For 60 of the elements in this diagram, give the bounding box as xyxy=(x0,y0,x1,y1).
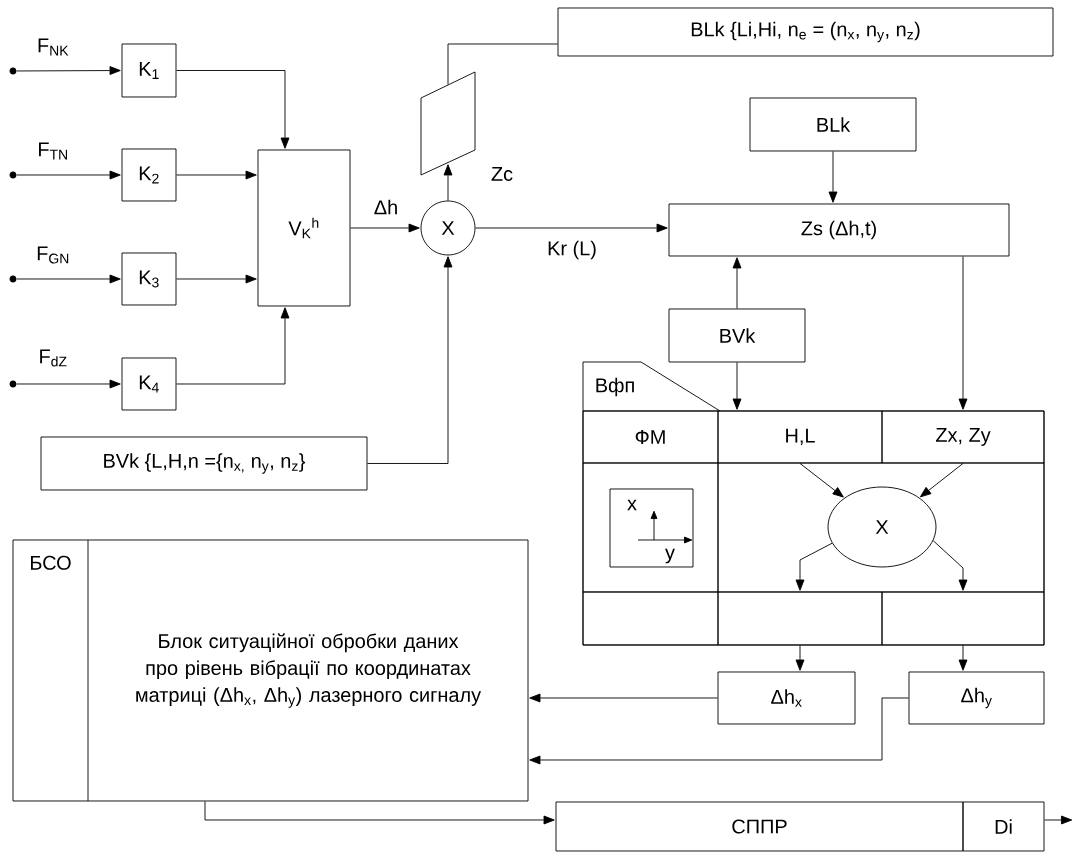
node-label: Вфп xyxy=(596,377,634,397)
data-block: BVk {L,H,n ={n$_{x,}$ n$_{y}$, n$_{z}$} xyxy=(40,436,368,491)
table-cell xyxy=(717,591,883,646)
table-cell xyxy=(717,462,1045,593)
output-box: Δh$_{x}$ xyxy=(717,671,856,725)
edge-label: F$_{dZ}$ xyxy=(37,348,69,368)
table-cell: Zx, Zy xyxy=(881,410,1045,464)
output-box: Δh$_{y}$ xyxy=(908,671,1045,725)
block: Zs (Δh,t) xyxy=(668,203,1010,257)
arrow xyxy=(176,307,290,385)
edge-label: Δh xyxy=(372,198,400,216)
arrow xyxy=(350,223,420,233)
table-cell xyxy=(582,462,719,593)
table-cell: ФМ xyxy=(582,410,719,464)
block: BLk xyxy=(749,97,917,152)
block: BVk xyxy=(668,308,806,363)
table-cell: H,L xyxy=(717,410,883,464)
arrow xyxy=(958,256,968,410)
arrow xyxy=(367,256,453,464)
arrow xyxy=(795,645,805,671)
output-cell: Di xyxy=(962,801,1045,852)
arrow xyxy=(958,645,968,671)
arrow xyxy=(732,362,742,410)
arrow xyxy=(828,151,838,203)
decision-block: СППР xyxy=(555,801,964,852)
parallelogram-block xyxy=(420,71,476,176)
edge-label: F$_{TN}$ xyxy=(36,141,70,161)
table-cell xyxy=(582,591,719,646)
data-block: BLk {Li,Hi, n$_{e}$ = (n$_{x}$, n$_{y}$, n$_{z}$) xyxy=(557,7,1054,57)
arrow xyxy=(176,170,257,180)
arrow xyxy=(16,274,121,284)
gain-box: K$_{1}$ xyxy=(121,43,177,98)
gain-box: K$_{4}$ xyxy=(121,357,177,411)
arrow xyxy=(529,693,718,703)
edge-label: F$_{GN}$ xyxy=(35,245,71,265)
arrow xyxy=(475,223,668,233)
arrow xyxy=(932,540,968,591)
edge-label: F$_{NK}$ xyxy=(36,37,71,57)
arrow xyxy=(16,66,121,75)
axis-label: x xyxy=(627,499,637,511)
processing-block: БСО Блок ситуаційної обробки даних про рівень вібрації по координатах матриці (Δh$_{x}$, Δh$_{y}$) лазерного сигналу xyxy=(12,539,529,802)
edge-label: Zc xyxy=(489,166,515,182)
gain-box: K$_{3}$ xyxy=(121,252,177,306)
table-cell xyxy=(881,591,1045,646)
arrow xyxy=(16,379,121,389)
arrow xyxy=(920,463,964,498)
arrow xyxy=(795,542,833,591)
arrow xyxy=(176,70,290,149)
gain-box: K$_{2}$ xyxy=(121,148,177,202)
arrow xyxy=(176,274,257,284)
arrow xyxy=(204,801,555,825)
arrow xyxy=(732,257,742,309)
arrow xyxy=(1044,815,1073,825)
edge-label: Kr (L) xyxy=(546,239,598,261)
arrow xyxy=(799,463,844,498)
arrow xyxy=(443,164,453,201)
arrow xyxy=(529,697,909,765)
axis-label: y xyxy=(665,548,675,564)
arrow xyxy=(16,170,121,180)
summing-block: V$_{K}$h xyxy=(257,149,351,307)
